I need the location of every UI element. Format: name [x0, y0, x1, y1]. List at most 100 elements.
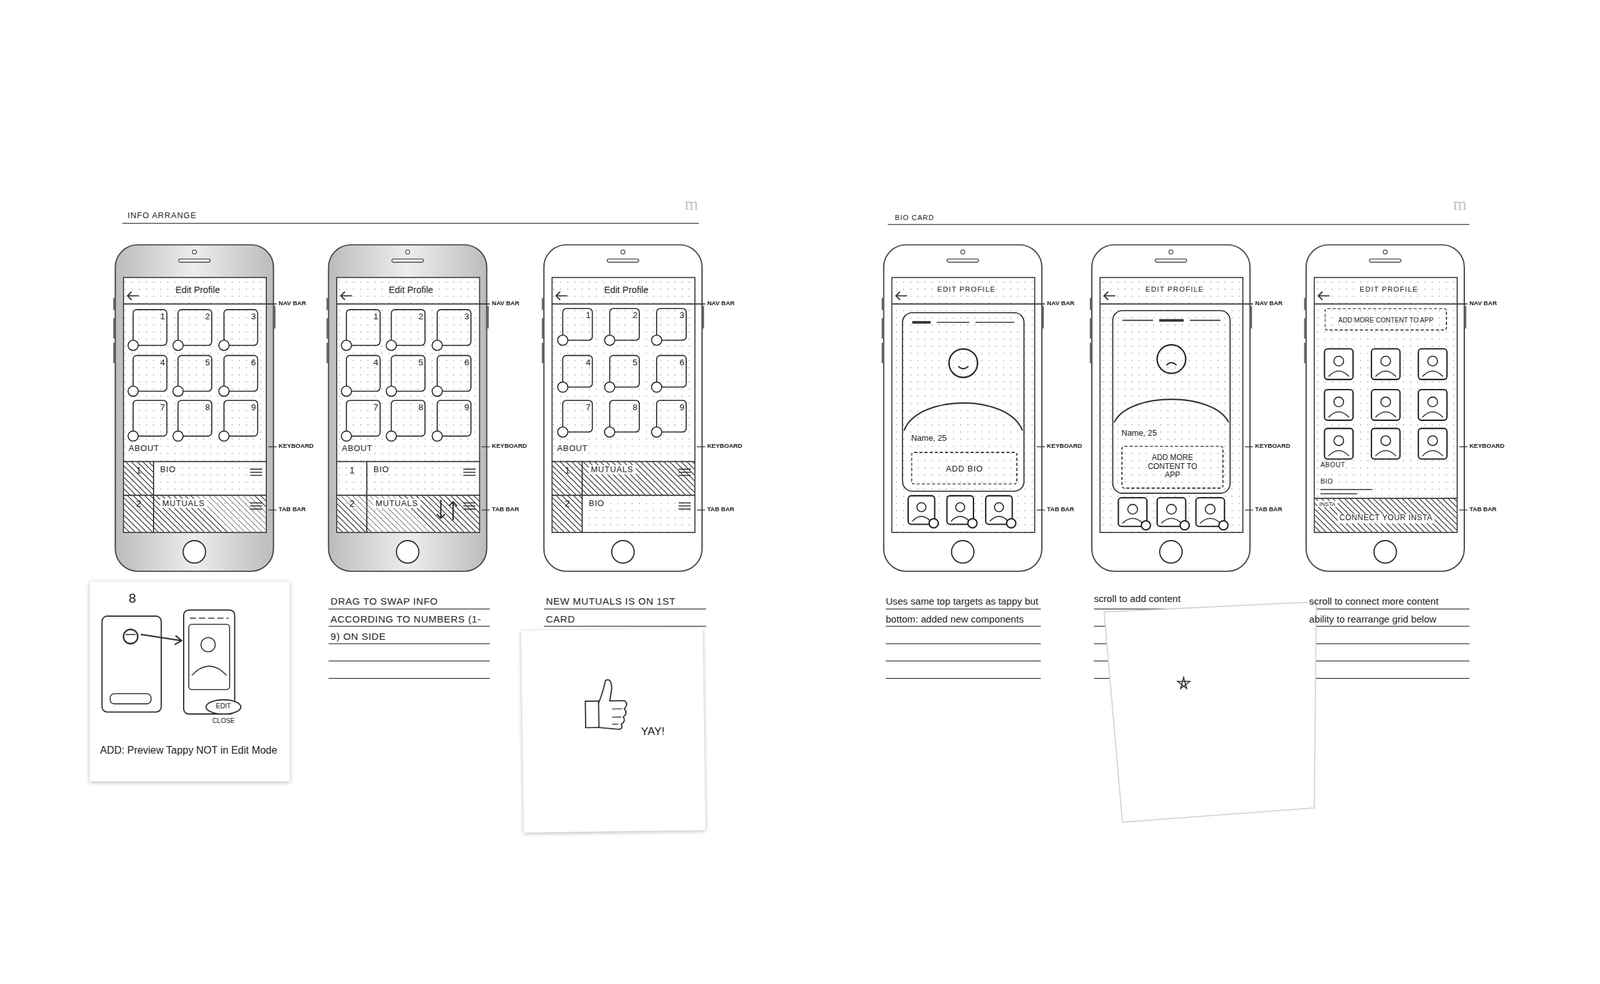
leader-line: [268, 446, 277, 448]
face-mouth: [958, 366, 969, 369]
leader-line: [696, 446, 706, 448]
photo-shoulders: [1328, 371, 1350, 377]
phone-button: [542, 343, 544, 364]
node-text: ABOUT: [1320, 461, 1346, 470]
photo-tile: 2: [391, 309, 426, 346]
photo-tile: [1324, 428, 1354, 460]
photo-shoulders: [1422, 412, 1444, 418]
photo-shoulders: [1375, 450, 1396, 456]
node-text: 3: [464, 312, 470, 323]
drag-handle: [604, 381, 616, 393]
drag-handle: [218, 385, 230, 398]
annotation-label: NAV BAR: [278, 300, 306, 308]
home-button: [951, 540, 975, 564]
sticky-note: 8EDITCLOSEADD: Preview Tappy NOT in Edit…: [89, 581, 290, 783]
ruled-line: [1308, 643, 1470, 644]
sketch-path: [463, 469, 476, 476]
node-text: 7: [585, 403, 591, 414]
ruled-line: [1308, 678, 1470, 680]
photo-head: [1427, 435, 1438, 446]
home-button: [1374, 540, 1397, 564]
phone-button: [326, 318, 329, 339]
phone-button: [1304, 343, 1307, 364]
handwritten-note: NEW MUTUALS IS ON 1ST CARD: [545, 592, 689, 628]
node-text: 6: [250, 358, 256, 369]
annotation-label: NAV BAR: [491, 300, 520, 308]
node-text: BIO: [373, 465, 390, 475]
photo-tile: [1324, 348, 1354, 380]
node-text: YAY!: [640, 724, 665, 738]
annotation-label: TAB BAR: [1255, 506, 1282, 514]
phone-button: [113, 298, 116, 311]
annotation-label: NAV BAR: [1469, 300, 1497, 308]
photo-tile: 2: [609, 308, 640, 342]
node-text: ABOUT: [557, 444, 589, 454]
home-button: [1159, 540, 1183, 564]
phone-button: [487, 305, 489, 329]
node-text: EDIT PROFILE: [936, 285, 996, 294]
node-text: 7: [373, 403, 379, 414]
list-row: 2MUTUALS: [123, 494, 267, 533]
face-mouth: [1166, 362, 1177, 366]
photo-shoulders: [1328, 412, 1350, 418]
sketch-rect: [101, 616, 161, 713]
phone-button: [1041, 305, 1044, 329]
annotation-label: NAV BAR: [1047, 300, 1075, 308]
node-text: Name, 25: [1121, 428, 1157, 439]
back-arrow: [127, 291, 139, 301]
node-text: 8: [204, 403, 210, 414]
drag-handle: [1006, 519, 1016, 528]
drag-handle: [431, 339, 443, 352]
photo-shoulders: [1375, 412, 1396, 418]
node-text: Name, 25: [911, 433, 947, 444]
node-text: ADD: Preview Tappy NOT in Edit Mode: [99, 744, 280, 757]
photo-tile: [1371, 428, 1401, 460]
ruled-line: [885, 678, 1041, 680]
drag-handle: [967, 519, 977, 528]
photo-tile: 9: [656, 400, 687, 433]
leader-line: [1244, 446, 1254, 448]
sketch-svg: [336, 462, 480, 496]
phone-speaker: [947, 259, 979, 263]
handwritten-note: scroll to connect more content ability t…: [1309, 592, 1463, 628]
back-arrow: [341, 291, 353, 301]
dot-grid: [1314, 277, 1458, 534]
sketch-path: [598, 679, 628, 730]
drag-handle: [385, 430, 398, 443]
profile-card: Name, 25ADD BIO: [901, 312, 1024, 493]
phone-camera: [620, 250, 625, 255]
node-text: 5: [632, 358, 639, 369]
drag-handle: [431, 385, 443, 398]
ruled-line: [885, 643, 1041, 644]
node-text: 2: [418, 312, 424, 323]
ruled-line: [328, 625, 490, 627]
phone-body: [544, 245, 703, 572]
phone-button: [113, 318, 116, 339]
photo-head: [1427, 397, 1438, 408]
leader-line: [1244, 510, 1254, 511]
photo-head: [1166, 504, 1177, 514]
photo-head: [955, 503, 965, 512]
phone-camera: [405, 250, 410, 255]
phone-speaker: [391, 259, 424, 263]
phone-body: [328, 245, 487, 572]
node-text: ADD MORE CONTENT TO APP: [1338, 315, 1434, 324]
photo-head: [917, 503, 927, 512]
photo-tile: 8: [177, 400, 212, 437]
ruled-line: [885, 661, 1041, 662]
list-row: 1MUTUALS: [552, 461, 696, 496]
phone-speaker: [607, 259, 639, 263]
phone-body: [1091, 245, 1250, 572]
annotation-label: TAB BAR: [1469, 506, 1497, 514]
node-text: 4: [373, 358, 379, 369]
phone-screen-ground: [123, 277, 267, 534]
photo-tile: 5: [391, 355, 426, 392]
page-title: BIO CARD: [894, 214, 935, 223]
progress-bar: [1122, 320, 1221, 322]
phone-screen-ground: [552, 277, 696, 534]
drag-handle: [929, 519, 939, 528]
progress-bar: [912, 321, 931, 324]
phone-button: [1089, 298, 1092, 311]
phone-button: [881, 298, 884, 311]
node-text: BIO: [1320, 477, 1334, 486]
